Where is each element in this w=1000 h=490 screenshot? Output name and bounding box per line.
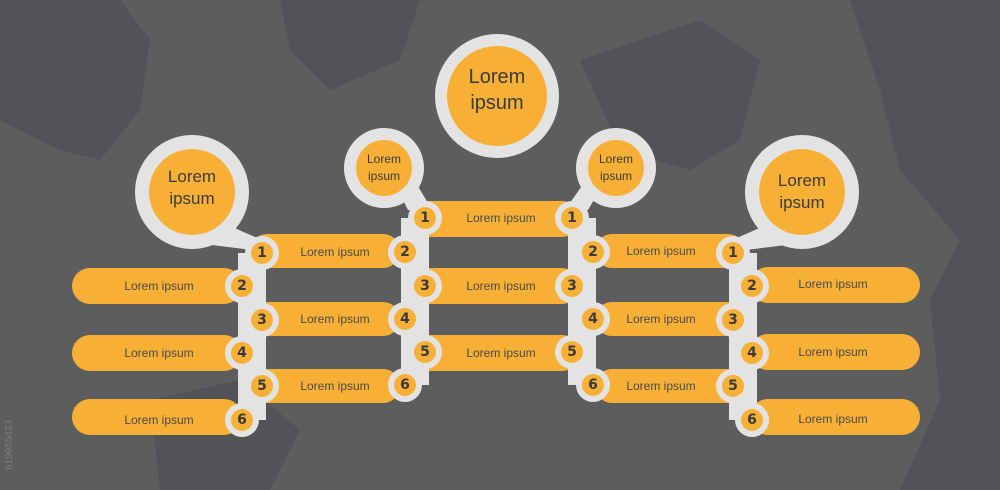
bar-label: Lorem ipsum <box>300 245 370 259</box>
bar-label: Lorem ipsum <box>300 312 370 326</box>
step-number: 4 <box>237 345 247 361</box>
step-number: 3 <box>728 312 738 328</box>
bar-label: Lorem ipsum <box>626 379 696 393</box>
bar-label: Lorem ipsum <box>466 211 536 225</box>
step-number: 6 <box>747 412 757 428</box>
step-number: 5 <box>567 344 577 360</box>
step-number: 2 <box>747 278 757 294</box>
bar-label: Lorem ipsum <box>798 277 868 291</box>
bar-label: Lorem ipsum <box>798 345 868 359</box>
step-number: 3 <box>257 312 267 328</box>
step-number: 4 <box>747 345 757 361</box>
bars <box>72 201 920 435</box>
step-number: 4 <box>588 311 598 327</box>
bar-label: Lorem ipsum <box>626 312 696 326</box>
bar-label: Lorem ipsum <box>124 413 194 427</box>
step-number: 5 <box>257 378 267 394</box>
bar-label: Lorem ipsum <box>124 346 194 360</box>
title-circles <box>135 34 859 249</box>
step-number: 1 <box>420 210 430 226</box>
step-number: 6 <box>400 377 410 393</box>
step-number: 2 <box>588 244 598 260</box>
step-number: 5 <box>728 378 738 394</box>
step-number: 3 <box>567 278 577 294</box>
bar-label: Lorem ipsum <box>466 346 536 360</box>
step-number: 3 <box>420 278 430 294</box>
step-number: 2 <box>400 244 410 260</box>
bar-label: Lorem ipsum <box>626 244 696 258</box>
image-id-watermark: 619955433 <box>4 419 15 470</box>
bar-label: Lorem ipsum <box>798 412 868 426</box>
step-number: 2 <box>237 278 247 294</box>
step-number: 1 <box>567 210 577 226</box>
step-number: 4 <box>400 311 410 327</box>
step-number: 1 <box>257 245 267 261</box>
number-discs <box>231 207 763 431</box>
step-number: 6 <box>588 377 598 393</box>
step-number: 1 <box>728 245 738 261</box>
bar-label: Lorem ipsum <box>300 379 370 393</box>
step-number: 5 <box>420 344 430 360</box>
bar-label: Lorem ipsum <box>124 279 194 293</box>
step-number: 6 <box>237 412 247 428</box>
bar-label: Lorem ipsum <box>466 279 536 293</box>
